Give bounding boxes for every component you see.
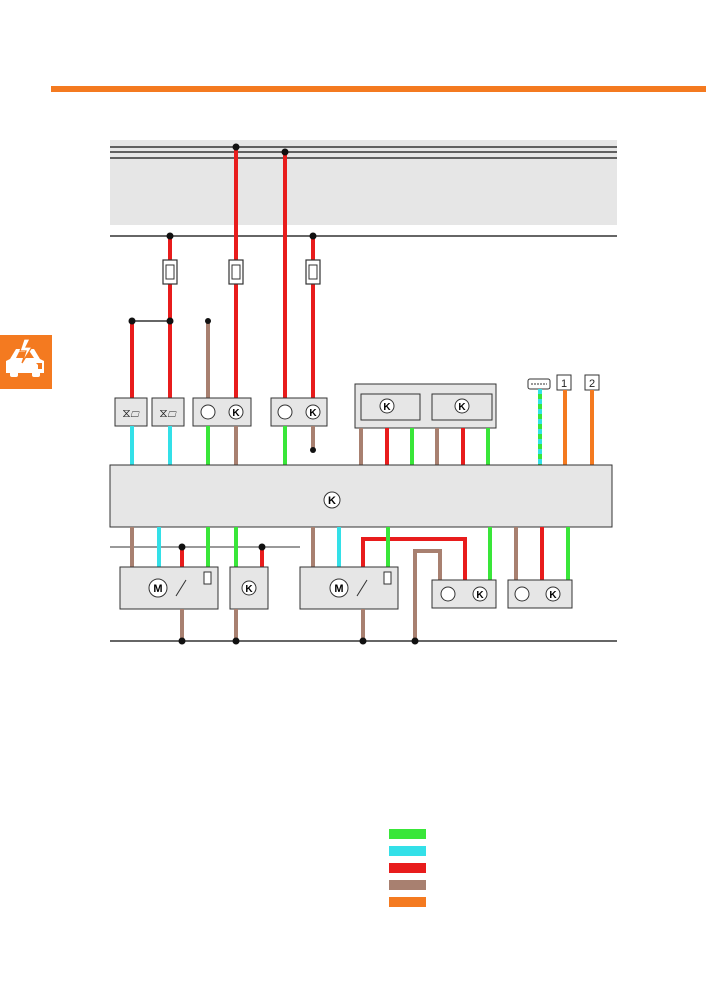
mid-wires-upper — [130, 389, 594, 465]
svg-text:K: K — [309, 408, 317, 419]
svg-text:K: K — [328, 495, 336, 507]
diagnostic-connector-icon — [527, 378, 551, 390]
fuse-icon — [162, 259, 321, 285]
svg-text:⧖▱: ⧖▱ — [159, 406, 177, 420]
svg-text:K: K — [245, 584, 253, 595]
power-bus-block — [110, 140, 617, 225]
ground-wires — [180, 609, 365, 641]
car-electrical-icon — [6, 338, 44, 377]
wire-color-legend — [389, 829, 426, 914]
svg-text:K: K — [232, 408, 240, 419]
svg-text:K: K — [549, 590, 557, 601]
valve-component: ⧖▱ ⧖▱ — [114, 397, 185, 427]
central-control-module: K — [109, 464, 613, 528]
header-rule — [51, 86, 706, 92]
svg-text:2: 2 — [589, 378, 595, 390]
lower-sensors: K K K — [229, 566, 573, 610]
terminal-1: 1 — [556, 374, 572, 391]
ground-dots — [178, 637, 419, 645]
svg-text:K: K — [383, 402, 391, 413]
legend-swatch — [389, 880, 426, 890]
control-unit-upper: K K — [354, 383, 497, 429]
junction-dots-lower — [178, 543, 266, 551]
svg-text:K: K — [476, 590, 484, 601]
svg-text:⧖▱: ⧖▱ — [122, 406, 140, 420]
svg-text:M: M — [153, 583, 162, 595]
terminal-2: 2 — [584, 374, 600, 391]
legend-swatch — [389, 863, 426, 873]
legend-swatch — [389, 897, 426, 907]
sensor-component: K K — [192, 397, 328, 427]
motor-actuator: M M — [119, 566, 399, 610]
junction-dots — [128, 143, 317, 325]
svg-text:M: M — [334, 583, 343, 595]
svg-text:K: K — [458, 402, 466, 413]
section-tab[interactable] — [0, 335, 52, 389]
legend-swatch — [389, 846, 426, 856]
svg-text:1: 1 — [561, 378, 567, 390]
legend-swatch — [389, 829, 426, 839]
